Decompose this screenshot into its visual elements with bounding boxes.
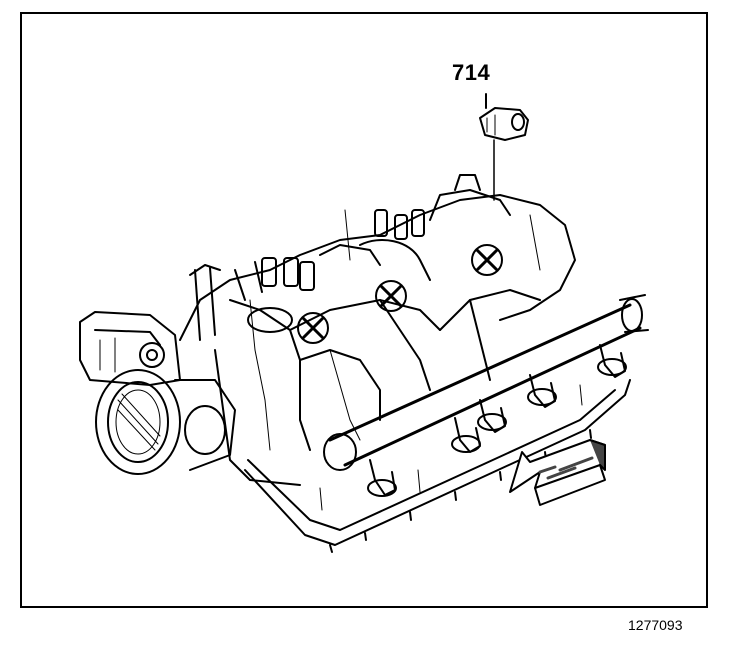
engine-base	[244, 379, 631, 553]
sensor-icon	[479, 93, 529, 201]
fuel-rail	[323, 294, 649, 471]
callout-label: 714	[452, 60, 491, 85]
manifold-bolts	[297, 244, 503, 344]
diagram-frame	[20, 12, 708, 608]
fuel-injectors	[319, 344, 627, 511]
figure-number: 1277093	[628, 617, 683, 633]
throttle-actuator	[79, 311, 181, 386]
throttle-body	[95, 369, 236, 475]
runner-tubes	[189, 174, 541, 341]
manifold-body	[179, 194, 576, 486]
direction-arrow-icon	[509, 439, 606, 506]
